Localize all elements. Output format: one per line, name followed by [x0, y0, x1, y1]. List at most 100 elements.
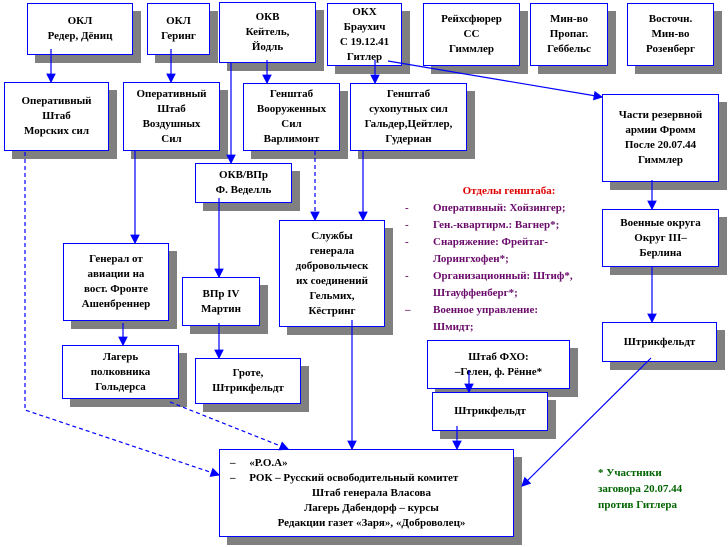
strikfeldt-right-box: Штрикфельдт — [602, 322, 717, 362]
box-text-line: Оперативный — [21, 95, 92, 107]
box-text-line: С 19.12.41 — [339, 35, 390, 48]
department-item: -Организационный: Штиф*, Штауффенберг*; — [405, 270, 573, 299]
box-text-line: ОКХ — [352, 5, 377, 18]
box-text-line: генерала — [309, 244, 355, 257]
department-item: –Военное управление: Шмидт; — [405, 304, 539, 333]
box-text-line: Берлина — [639, 246, 682, 259]
box-text-line: Сил — [161, 132, 182, 145]
box-text-line: Штрикфельдт — [623, 335, 696, 348]
box-text-line: Генерал от — [89, 253, 143, 265]
box-text-line: вост. Фронте — [83, 283, 148, 295]
box-text-line: Штрикфельдт — [212, 382, 284, 394]
box-text-line: Ашенбреннер — [81, 298, 151, 310]
box-text-line: Гитлер — [346, 50, 383, 63]
box-text-line: Кейтель, — [245, 26, 290, 38]
box-text-line: Штрикфельдт — [454, 405, 526, 417]
roa-item: – «Р.О.А» — [230, 456, 288, 469]
box-text-line: Морских сил — [23, 125, 90, 137]
box-text-line: Генштаб — [269, 88, 314, 100]
departments-title: Отделы генштаба: — [462, 185, 556, 197]
box-text-line: Гиммлер — [637, 154, 684, 166]
box-text-line: Гудериан — [385, 133, 432, 145]
roa-item: – РОК – Русский освободительный комитет — [230, 471, 459, 484]
roa-line: Редакции газет «Заря», «Доброволец» — [277, 516, 466, 529]
fho-staff-box: Штаб ФХО: –Гелен, ф. Рённе* — [427, 340, 570, 389]
box-text-line: Геббельс — [547, 43, 591, 55]
okl-navy-box: ОКЛ Редер, Дёниц — [27, 3, 133, 55]
box-text-line: –Гелен, ф. Рённе* — [454, 365, 543, 378]
box-text-line: Воздушных — [142, 117, 201, 130]
departments-list: Отделы генштаба: -Оперативный: Хойзингер… — [405, 183, 593, 336]
box-text-line: Округ III– — [634, 231, 687, 244]
department-item: -Ген.-квартирм.: Вагнер*; — [405, 219, 560, 231]
grote-box: Гроте, Штрикфельдт — [195, 358, 301, 404]
box-text-line: Редер, Дёниц — [47, 30, 113, 42]
box-text-line: Гальдер,Цейтлер, — [364, 118, 453, 130]
box-text-line: Кёстринг — [308, 304, 356, 317]
box-text-line: Лагерь — [102, 350, 139, 363]
box-text-line: Вооруженных — [256, 103, 327, 115]
box-text-line: полковника — [90, 365, 151, 378]
box-text-line: Пропаг. — [549, 28, 589, 40]
roa-line: Лагерь Дабендорф – курсы — [304, 501, 439, 514]
box-text-line: авиации на — [87, 268, 145, 280]
box-text-line: Службы — [311, 229, 353, 242]
box-text-line: ВПр IV — [202, 287, 240, 300]
box-text-line: Браухич — [343, 20, 386, 33]
wpr4-box: ВПр IV Мартин — [182, 277, 260, 326]
box-text-line: Части резервной — [618, 109, 703, 121]
box-text-line: Штаб ФХО: — [468, 350, 529, 363]
box-text-line: ОКЛ — [67, 15, 93, 27]
box-text-line: Мин-во — [549, 13, 589, 25]
box-text-line: Мартин — [201, 302, 241, 315]
box-text-line: Гольдерса — [95, 380, 146, 393]
box-text-line: сухопутных сил — [369, 103, 448, 115]
box-text-line: Гиммлер — [448, 43, 495, 55]
box-text-line: Восточн. — [648, 13, 693, 25]
box-text-line: ОКВ/ВПр — [219, 169, 268, 181]
box-text-line: Рейхсфюрер — [441, 13, 502, 25]
box-text-line: их соединений — [296, 274, 368, 287]
box-text-line: После 20.07.44 — [624, 139, 697, 151]
box-text-line: Военные округа — [620, 216, 701, 229]
box-text-line: СС — [463, 28, 480, 40]
box-text-line: Оперативный — [136, 87, 207, 100]
box-text-line: Розенберг — [646, 43, 695, 55]
department-item: -Оперативный: Хойзингер; — [405, 202, 566, 214]
roa-line: Штаб генерала Власова — [311, 486, 431, 499]
dashed-arrow — [169, 401, 290, 451]
box-text-line: Гельмих, — [309, 289, 355, 302]
box-text-line: Ф. Веделль — [215, 184, 272, 196]
strikfeldt-mid-box: Штрикфельдт — [432, 392, 548, 431]
okw-wpr-box: ОКВ/ВПр Ф. Веделль — [195, 163, 292, 203]
box-text-line: Сил — [281, 118, 302, 130]
box-text-line: Мин-во — [651, 28, 690, 40]
roa-box: – «Р.О.А» – РОК – Русский освободительны… — [219, 449, 514, 537]
box-text-line: Генштаб — [386, 88, 431, 100]
box-text-line: Штаб — [42, 110, 71, 122]
box-text-line: Штаб — [157, 102, 186, 115]
box-text-line: Йодль — [251, 41, 284, 53]
okw-box: ОКВ Кейтель, Йодль — [219, 2, 316, 63]
box-text-line: армии Фромм — [625, 124, 696, 136]
box-text-line: ОКВ — [255, 11, 280, 23]
box-text-line: ОКЛ — [166, 15, 191, 27]
department-item: -Снаряжение: Фрейтаг-Лорингхофен*; — [405, 236, 549, 265]
box-text-line: Гроте, — [232, 367, 264, 379]
